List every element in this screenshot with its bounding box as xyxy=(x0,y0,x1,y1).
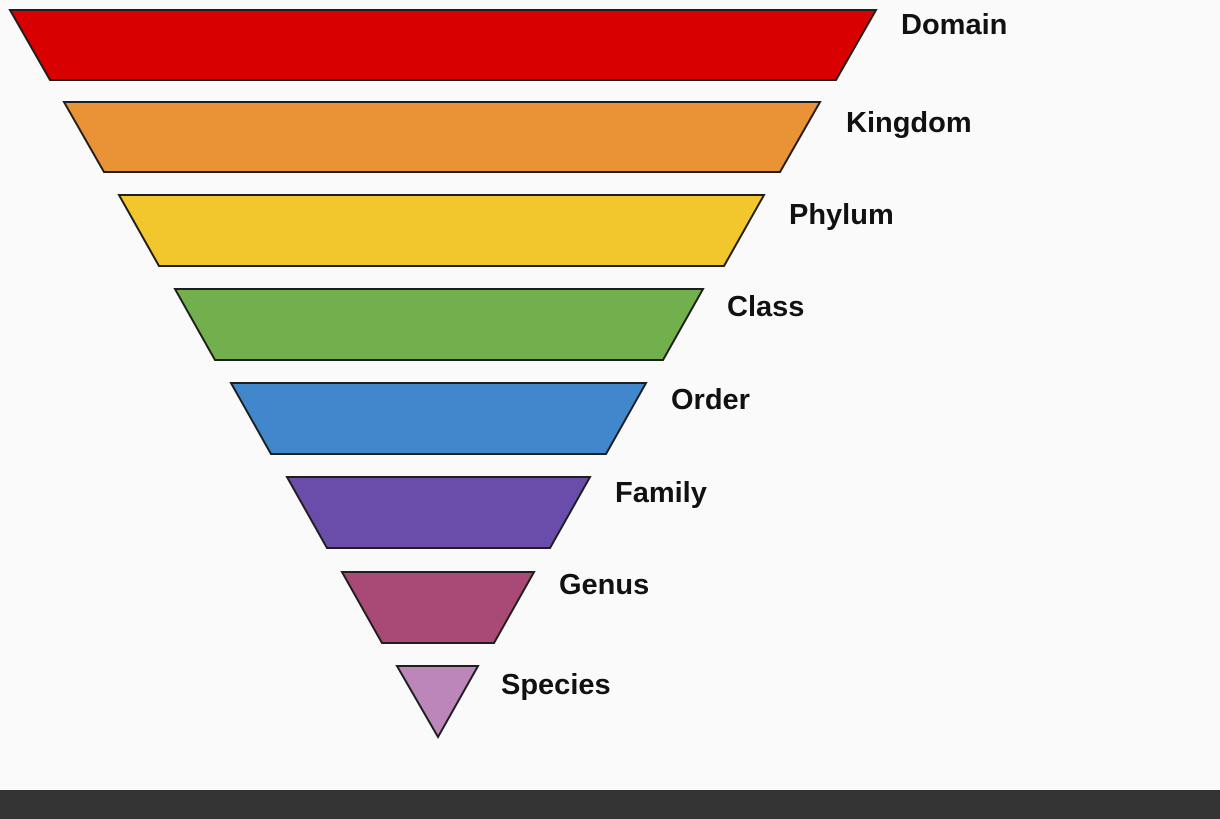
level-class-label: Class xyxy=(727,291,805,323)
level-genus-label: Genus xyxy=(559,569,650,601)
level-domain-shape xyxy=(8,9,878,81)
level-order-shape xyxy=(229,382,648,455)
level-species-label: Species xyxy=(501,669,611,701)
level-family-label: Family xyxy=(615,477,707,509)
level-domain-label: Domain xyxy=(901,9,1008,41)
level-class-shape xyxy=(173,288,705,361)
level-family-shape xyxy=(285,476,592,549)
level-phylum-shape xyxy=(117,194,766,267)
level-phylum-label: Phylum xyxy=(789,199,894,231)
level-genus-shape xyxy=(340,571,536,644)
level-kingdom-label: Kingdom xyxy=(846,107,972,139)
bottom-bar xyxy=(0,790,1220,819)
level-order-label: Order xyxy=(671,384,750,416)
level-kingdom-shape xyxy=(62,101,822,173)
funnel-graphic xyxy=(8,9,878,740)
level-species-shape xyxy=(395,665,480,740)
